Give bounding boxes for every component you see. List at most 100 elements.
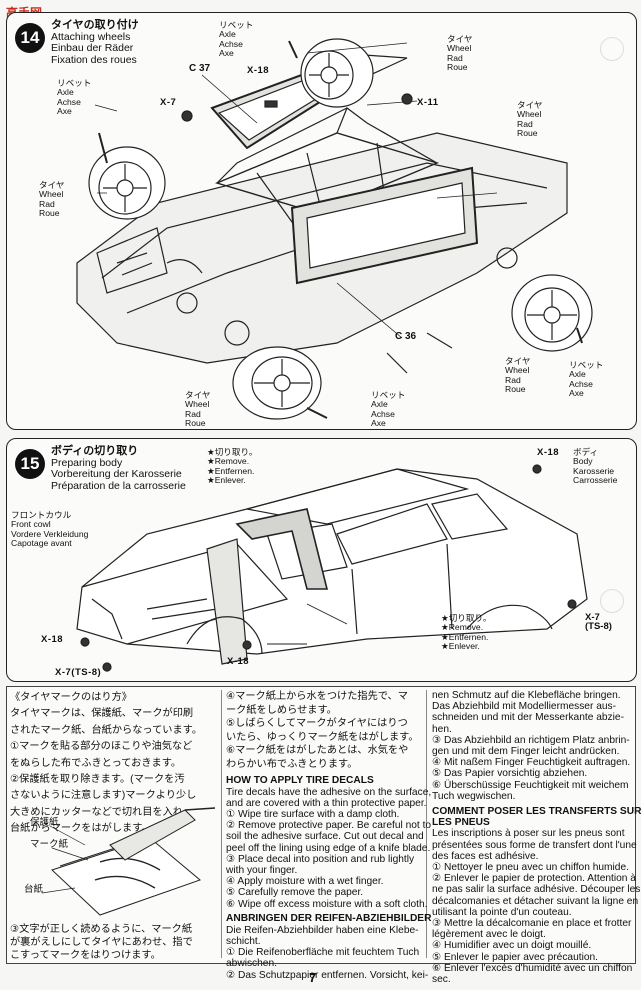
text-line: さないように注意します)マークより少し xyxy=(10,790,197,802)
decal-jp-heading: 《タイヤマークのはり方》 xyxy=(10,692,132,703)
text-line: des faces est adhésive. xyxy=(432,850,539,862)
text-line: gen und mit dem Finger leicht andrücken. xyxy=(432,746,620,758)
part-x18-left: X-18 xyxy=(41,634,64,645)
ghost-step-circle xyxy=(600,37,624,61)
text-line: ④ Humidifier avec un doigt mouillé. xyxy=(432,940,592,952)
text-line: and are covered with a thin protective p… xyxy=(226,797,427,809)
page-number: 7 xyxy=(309,970,317,985)
text-line: ④ Mit naßem Finger Feuchtigkeit auftrage… xyxy=(432,757,631,769)
text-line: Die Reifen-Abziehbilder haben eine Klebe… xyxy=(226,924,419,936)
decal-fr-heading-1: COMMENT POSER LES TRANSFERTS SUR xyxy=(432,806,641,818)
decal-col2: ④マーク紙上から水をつけた指先で、マ ーク紙をしめらせます。 ⑤しばらくしてマー… xyxy=(226,690,432,981)
text-line: ⑥マーク紙をはがしたあとは、水気をや xyxy=(226,745,409,757)
text-line: ⑥ Enlever l'excès d'humidité avec un chi… xyxy=(432,962,633,974)
decal-en-heading: HOW TO APPLY TIRE DECALS xyxy=(226,774,374,786)
part-c36: C 36 xyxy=(395,331,417,342)
part-x7-left: X-7(TS-8) xyxy=(55,667,102,678)
text-line: こすってマークをはりつけます。 xyxy=(10,949,161,961)
label-remove-top: ★切り取り。★Remove. ★Entfernen.★Enlever. xyxy=(207,447,258,486)
label-remove-bottom: ★切り取り。★Remove. ★Entfernen.★Enlever. xyxy=(441,613,492,652)
column-divider-1 xyxy=(221,690,222,958)
text-line: soil the adhesive surface. Cut out decal… xyxy=(226,831,424,843)
text-line: ③ Das Abziehbild an richtigem Platz anbr… xyxy=(432,734,630,746)
step-14-number: 14 xyxy=(15,23,45,53)
decal-col3: nen Schmutz auf die Klebefläche bringen.… xyxy=(432,690,641,986)
text-line: ③ Mettre la décalcomanie en place et fro… xyxy=(432,918,632,930)
step-14-title-de: Einbau der Räder xyxy=(51,42,134,54)
step-15-panel: 15 ボディの切り取り Preparing body Vorbereitung … xyxy=(6,438,637,682)
text-line: ⑤ Enlever le papier avec précaution. xyxy=(432,951,598,963)
chassis-assembly-drawing xyxy=(76,38,593,420)
step-14-title-fr: Fixation des roues xyxy=(51,53,137,66)
part-x7-right: X-7(TS-8) xyxy=(585,612,612,633)
text-line: légèrement avec le doigt. xyxy=(432,929,546,941)
text-line: ーク紙をしめらせます。 xyxy=(226,704,337,716)
text-line: ②保護紙を取り除きます。(マークを汚 xyxy=(10,774,185,786)
body-preparation-drawing xyxy=(76,464,588,672)
step-15-title-de: Vorbereitung der Karosserie xyxy=(51,468,182,480)
part-x11: X-11 xyxy=(417,97,439,108)
text-line: 大きめにカッターなどで切れ目を入れ、 xyxy=(10,806,194,818)
step-14-title-en: Attaching wheels xyxy=(51,30,131,43)
decal-fr-heading-2: LES PNEUS xyxy=(432,817,490,829)
text-line: ④ Apply moisture with a wet finger. xyxy=(226,876,384,888)
step-14-title-jp: タイヤの取り付け xyxy=(51,19,139,31)
step-15-title: ボディの切り取り Preparing body Vorbereitung der… xyxy=(51,445,186,492)
text-line: ⑤しばらくしてマークがタイヤにはりつ xyxy=(226,718,408,730)
text-line: ② Das Schutzpapier entfernen. Vorsicht, … xyxy=(226,969,429,981)
text-line: ③文字が正しく読めるように、マーク紙 xyxy=(10,924,193,935)
text-line: ⑥ Wipe off excess moisture with a soft c… xyxy=(226,898,428,910)
part-x18: X-18 xyxy=(247,65,270,76)
part-x7: X-7 xyxy=(160,97,177,108)
part-x18-bottom: X-18 xyxy=(227,656,250,667)
text-line: ① Wipe tire surface with a damp cloth. xyxy=(226,808,400,820)
text-line: タイヤマークは、保護紙、マークが印刷 xyxy=(10,708,194,720)
text-line: abwischen. xyxy=(226,958,277,970)
decal-de-heading: ANBRINGEN DER REIFEN-ABZIEHBILDER xyxy=(226,912,432,924)
text-line: をぬらした布でふきとっておきます。 xyxy=(10,757,182,769)
text-line: ne pas salir la surface adhésive. Découp… xyxy=(432,884,641,896)
text-line: utilisant la pointe d'un couteau. xyxy=(432,906,572,918)
step-15-title-en: Preparing body xyxy=(51,456,123,469)
text-line: ③ Place decal into position and rub ligh… xyxy=(226,853,415,865)
text-line: ① Nettoyer le pneu avec un chiffon humid… xyxy=(432,862,629,874)
part-c37: C 37 xyxy=(189,63,211,74)
text-line: schneiden und mit der Messerkante abzie- xyxy=(432,712,624,724)
decal-col1-jp: 《タイヤマークのはり方》 タイヤマークは、保護紙、マークが印刷 されたマーク紙、… xyxy=(10,690,218,838)
text-line: nen Schmutz auf die Klebefläche bringen. xyxy=(432,690,621,701)
illus-label-backing: 台紙 xyxy=(24,884,44,895)
step-14-title: タイヤの取り付け Attaching wheels Einbau der Räd… xyxy=(51,19,139,66)
text-line: Les inscriptions à poser sur les pneus s… xyxy=(432,828,625,840)
text-line: ①マークを貼る部分のほこりや油気など xyxy=(10,741,193,753)
text-line: わらかい布でふきとります。 xyxy=(226,758,358,770)
ghost-step-circle xyxy=(600,589,624,613)
decal-col1-jp-bottom: ③文字が正しく読めるように、マーク紙 が裏がえしにしてタイヤにあわせ、指で こす… xyxy=(10,924,218,962)
text-line: ① Die Reifenoberfläche mit feuchtem Tuch xyxy=(226,947,420,959)
illus-label-decal-paper: マーク紙 xyxy=(30,839,69,850)
text-line: されたマーク紙、台紙からなっています。 xyxy=(10,724,203,736)
text-line: sec. xyxy=(432,974,451,986)
part-x18-top: X-18 xyxy=(537,447,560,458)
text-line: décalcomanies et détacher suivant la lig… xyxy=(432,895,639,907)
text-line: Tuch wegwischen. xyxy=(432,790,516,802)
text-line: présentées sous forme de transfert dont … xyxy=(432,839,637,851)
column-divider-2 xyxy=(426,690,427,958)
text-line: ④マーク紙上から水をつけた指先で、マ xyxy=(226,691,408,702)
illus-label-protective-paper: 保護紙 xyxy=(30,817,59,828)
text-line: ② Remove protective paper. Be careful no… xyxy=(226,820,432,832)
step-15-number: 15 xyxy=(15,449,45,479)
text-line: ⑥ Überschüssige Feuchtigkeit mit weichem xyxy=(432,779,629,791)
text-line: ⑤ Carefully remove the paper. xyxy=(226,887,364,899)
text-line: peel off the lining using edge of a knif… xyxy=(226,842,431,854)
